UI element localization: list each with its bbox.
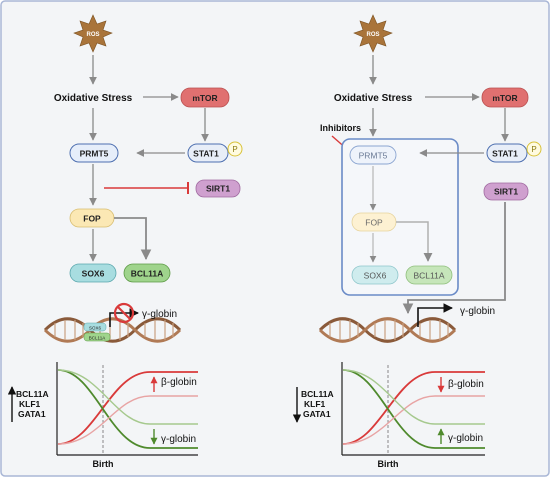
factor-2: GATA1	[18, 409, 46, 419]
gamma-globin-curve	[57, 369, 198, 449]
dna-sox6-label: SOX6	[89, 326, 102, 331]
gamma-globin-label: γ-globin	[161, 434, 196, 445]
phospho-label-right: P	[531, 145, 536, 154]
beta-globin-curve-faded-right	[342, 395, 485, 445]
stat1-label: STAT1	[193, 149, 219, 159]
ros-label-right: ROS	[366, 32, 379, 38]
beta-globin-label: β-globin	[161, 377, 197, 388]
gamma-globin-curve-right	[342, 369, 485, 449]
factor-1-right: KLF1	[304, 399, 326, 409]
bcl11a-node-right	[405, 265, 453, 285]
stat1-label-right: STAT1	[492, 149, 518, 159]
beta-globin-curve	[57, 371, 198, 445]
beta-globin-label-right: β-globin	[448, 379, 484, 390]
factor-0: BCL11A	[16, 389, 49, 399]
dna-sox6-chip	[83, 322, 107, 332]
sirt1-node	[195, 179, 241, 198]
gamma-globin-gene-label-right: γ-globin	[460, 306, 495, 317]
dna-helix-right	[318, 317, 457, 343]
birth-label-right: Birth	[378, 459, 399, 469]
dna-bcl11a-chip	[83, 332, 111, 342]
oxidative-stress-label: Oxidative Stress	[54, 93, 133, 104]
dna-strand-a	[43, 317, 182, 343]
arrow-sirt1-to-dna	[402, 202, 506, 315]
sox6-label-right: SOX6	[364, 271, 387, 281]
factor-0-right: BCL11A	[301, 389, 334, 399]
factor-2-right: GATA1	[303, 409, 331, 419]
bcl11a-label: BCL11A	[131, 269, 164, 279]
bcl11a-label-right: BCL11A	[413, 271, 444, 281]
arrow-fop-to-bcl11a	[114, 217, 152, 261]
mtor-node	[180, 87, 230, 108]
expression-chart-left: β-globin γ-globin Birth	[56, 362, 198, 469]
stat1-node	[187, 143, 229, 163]
prmt5-node	[69, 143, 119, 163]
dna-strand-b	[43, 317, 182, 343]
sox6-label: SOX6	[82, 269, 105, 279]
mtor-label: mTOR	[192, 93, 217, 103]
blocked-icon	[113, 302, 135, 324]
factor-1: KLF1	[19, 399, 41, 409]
dna-strand-b-right	[318, 317, 457, 343]
ros-burst-icon-right	[353, 14, 393, 53]
gamma-globin-curve-faded-right	[342, 369, 485, 425]
inhibitors-label: Inhibitors	[320, 123, 361, 133]
dna-strand-a-right	[318, 317, 457, 343]
ros-label: ROS	[86, 32, 99, 38]
right-pathway: ROS Oxidative Stress mTOR Inhibitors PRM…	[292, 14, 542, 469]
sirt1-label: SIRT1	[206, 184, 230, 194]
sox6-node-right	[351, 265, 399, 285]
phospho-icon	[227, 141, 243, 157]
left-pathway: ROS Oxidative Stress mTOR PRMT5 STAT1 P …	[7, 14, 243, 469]
expression-chart-right: β-globin γ-globin Birth	[341, 362, 485, 469]
stat1-node-right	[486, 143, 528, 163]
prmt5-label-right: PRMT5	[359, 151, 388, 161]
mtor-label-right: mTOR	[492, 93, 517, 103]
phospho-icon-right	[526, 141, 542, 157]
fop-label-right: FOP	[365, 218, 383, 228]
arrow-fop-to-bcl11a-right	[396, 221, 433, 262]
bcl11a-node	[123, 263, 171, 283]
mtor-node-right	[481, 87, 529, 108]
tss-arrow-right	[417, 303, 453, 327]
gamma-globin-gene-label: γ-globin	[142, 309, 177, 320]
dna-bcl11a-label: BCL11A	[89, 336, 105, 341]
blocked-icon-slash	[116, 305, 132, 321]
fop-label: FOP	[83, 214, 101, 224]
prmt5-label: PRMT5	[80, 149, 109, 159]
phospho-label: P	[232, 145, 237, 154]
gamma-globin-label-right: γ-globin	[448, 433, 483, 444]
sox6-node	[69, 263, 117, 283]
sirt1-node-right	[483, 182, 529, 201]
sirt1-label-right: SIRT1	[494, 187, 518, 197]
ros-burst-icon	[73, 14, 113, 53]
gamma-globin-curve-faded	[57, 369, 198, 425]
oxidative-stress-label-right: Oxidative Stress	[334, 93, 413, 104]
prmt5-node-right	[349, 145, 397, 165]
birth-label: Birth	[93, 459, 114, 469]
beta-globin-curve-right	[342, 371, 485, 445]
beta-globin-curve-faded	[57, 395, 198, 445]
tss-arrow-left	[109, 308, 139, 327]
